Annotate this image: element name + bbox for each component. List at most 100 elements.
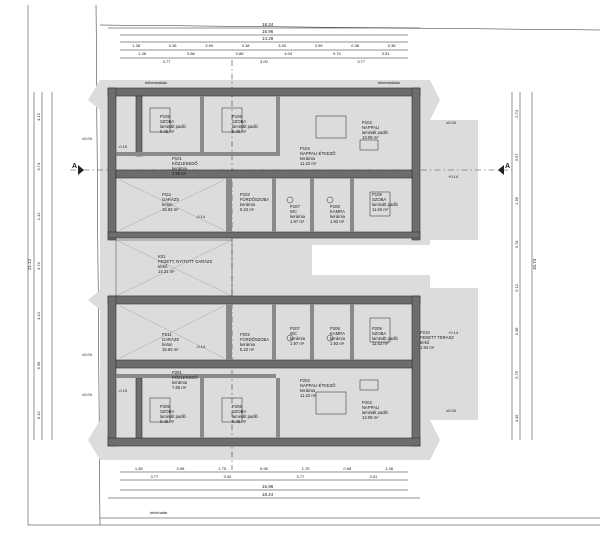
left-total: 21.12 <box>27 258 32 270</box>
elev-bottom-entry: -0.15 <box>118 388 128 393</box>
elev-left-mid: ±0.00 <box>82 352 93 357</box>
elev-top-left: ±0.00 <box>82 136 93 141</box>
room-area: 11.62 m² <box>372 341 389 346</box>
room-code: P211 <box>162 332 172 337</box>
room-code: K01 <box>158 254 166 259</box>
top-dim-label: 3.99 <box>315 43 324 48</box>
elev-garage-top: -0.14 <box>196 214 206 219</box>
room-floor: laminált padló <box>362 130 389 135</box>
top-total-3: 14.28 <box>262 36 274 41</box>
room-name: SZOBA <box>372 197 386 202</box>
bottom-dim-label: 1.75 <box>302 466 311 471</box>
top-dim-label: 1.38 <box>138 51 147 56</box>
room-floor: laminált padló <box>372 202 399 207</box>
left-dim-label: 4.12 <box>36 311 41 320</box>
plot-line-top <box>99 24 600 31</box>
section-label-right: A <box>505 163 510 170</box>
right-dim-label: 3.45 <box>514 414 519 423</box>
bottom-dim-label: 0.98 <box>343 466 352 471</box>
room-floor: kerámia <box>290 336 306 341</box>
room-area: 13.09 m² <box>362 415 379 420</box>
elev-top-entry: -0.15 <box>118 144 128 149</box>
left-dim-label: 5.39 <box>36 361 41 370</box>
room-name: SZOBA <box>232 119 246 124</box>
right-total: 10.73 <box>532 258 537 270</box>
bottom-dim-label: 0.98 <box>177 466 186 471</box>
room-area: 11.62 m² <box>372 207 389 212</box>
top-total-2: 15.96 <box>262 29 274 34</box>
room-floor: kerámia <box>172 380 188 385</box>
room-floor: kerámia <box>300 156 316 161</box>
room-area: 9.45 m² <box>232 129 247 134</box>
room-area: 15.63 m² <box>162 347 179 352</box>
elev-bottom-left: ±0.00 <box>82 392 93 397</box>
right-dim-label: 3.97 <box>514 153 519 162</box>
room-code: P101 <box>172 156 182 161</box>
room-floor: laminált padló <box>232 414 259 419</box>
left-dim-label: 4.12 <box>36 112 41 121</box>
top-dim-label: 3.00 <box>278 43 287 48</box>
bottom-dim-label: 1.38 <box>135 466 144 471</box>
plot-boundary-label: telekhatár <box>150 510 168 515</box>
room-name: FEDETT, NYITOTT GARÁZS <box>158 259 212 264</box>
room-name: WC <box>290 209 297 214</box>
room-floor: kerámia <box>240 202 256 207</box>
room-code: P203 <box>362 400 372 405</box>
elevation-markers: ±0.00 ±0.00 +0.14 +0.14 ±0.00 ±0.00 ±0.0… <box>82 120 459 413</box>
left-dim-label: 3.74 <box>36 162 41 171</box>
room-code: P207 <box>290 326 300 331</box>
note-top-right: telkestalálás <box>378 80 400 85</box>
top-dim-label: 0.38 <box>351 43 360 48</box>
room-name: NAPPALI <box>362 125 379 130</box>
top-dim-label: 3.51 <box>382 51 391 56</box>
left-dim-label: 1.12 <box>36 212 41 221</box>
room-floor: beton <box>162 202 173 207</box>
top-dim-label: 0.38 <box>242 43 251 48</box>
room-code: P105 <box>160 114 170 119</box>
left-dim-label: 5.12 <box>36 411 41 420</box>
room-name: NAPPALI-ÉTKEZŐ <box>300 383 336 388</box>
room-area: 1.93 m² <box>420 345 435 350</box>
room-name: KÖZLEKEDŐ <box>172 161 198 166</box>
room-code: P104 <box>300 146 310 151</box>
top-dim-label: 3.99 <box>205 43 214 48</box>
bottom-dim-label: 3.77 <box>151 474 160 479</box>
room-code: P210 <box>420 330 430 335</box>
room-floor: laminált padló <box>362 410 389 415</box>
room-area: 5.22 m² <box>240 347 255 352</box>
room-code: P209 <box>372 326 382 331</box>
elev-top-right: ±0.00 <box>446 120 457 125</box>
room-area: 7.65 m² <box>172 171 187 176</box>
room-code: P208 <box>330 326 340 331</box>
right-dimensions: 10.73 0.743.971.563.745.120.385.793.45 <box>511 92 537 440</box>
room-floor: kerámia <box>290 214 306 219</box>
room-area: 1.93 m² <box>330 219 345 224</box>
top-dim-label: 0.38 <box>169 43 178 48</box>
bottom-dim-label: 1.75 <box>218 466 227 471</box>
room-name: GARÁZS <box>162 337 179 342</box>
room-code: P206 <box>232 404 242 409</box>
right-dim-label: 0.38 <box>514 327 519 336</box>
section-label-left: A <box>72 163 77 170</box>
room-name: NAPPALI <box>362 405 379 410</box>
room-name: FEDETT TERASZ <box>420 335 454 340</box>
bottom-dim-label: 1.38 <box>385 466 394 471</box>
top-dim-label: 3.77 <box>357 59 366 64</box>
top-dim-label: 0.74 <box>333 51 342 56</box>
room-area: 11.32 m² <box>300 393 317 398</box>
elev-garage-bottom: -0.14 <box>196 344 206 349</box>
top-dim-label: 0.88 <box>236 51 245 56</box>
elev-bottom-right: ±0.00 <box>446 408 457 413</box>
room-code: P204 <box>300 378 310 383</box>
bottom-dim-label: 3.77 <box>297 474 306 479</box>
room-area: 9.45 m² <box>232 419 247 424</box>
right-dim-label: 3.74 <box>514 240 519 249</box>
room-floor: kerámia <box>300 388 316 393</box>
room-name: NAPPALI-ÉTKEZŐ <box>300 151 336 156</box>
room-code: P103 <box>362 120 372 125</box>
left-dim-label: 3.74 <box>36 261 41 270</box>
top-dim-label: 4.04 <box>284 51 293 56</box>
